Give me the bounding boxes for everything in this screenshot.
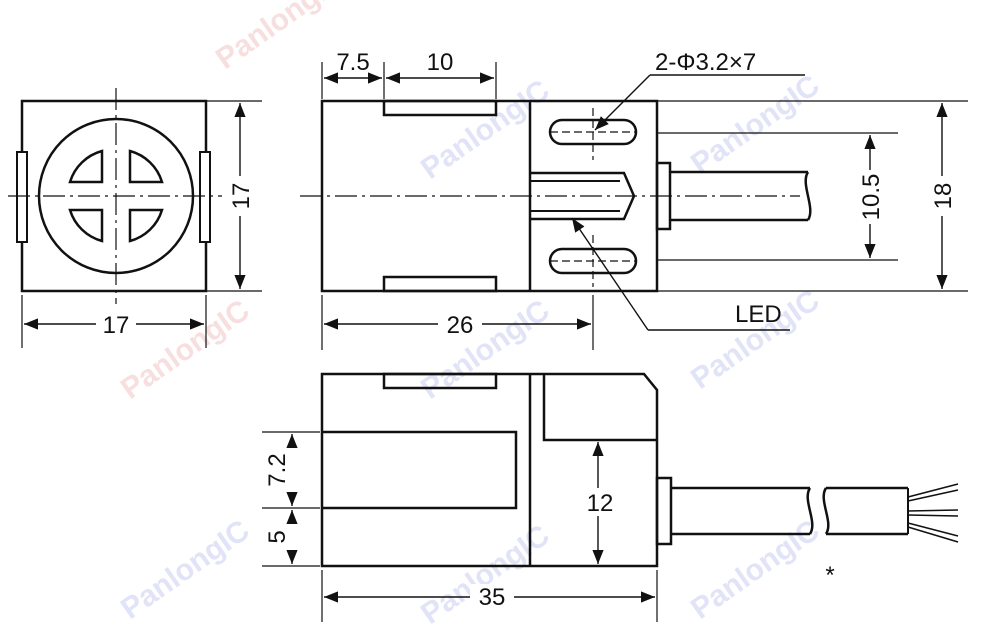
- dim-length-label: 26: [447, 312, 474, 339]
- dim-total-length-label: 35: [479, 584, 506, 611]
- dim-height-label: 12: [587, 490, 614, 517]
- dim-inner-height-label: 10.5: [858, 174, 885, 221]
- dim-total-height-label: 18: [930, 183, 957, 210]
- bottom-recess: [322, 430, 518, 510]
- watermark: PanlongIC: [685, 514, 825, 626]
- bottom-top-slot: [382, 372, 498, 390]
- bottom-slot: [382, 275, 498, 293]
- watermark: PanlongIC: [115, 514, 255, 626]
- top-slot: [382, 99, 498, 117]
- watermark: PanlongIC: [685, 69, 825, 181]
- front-view: [8, 88, 262, 348]
- wire: [907, 514, 959, 517]
- dim-slot-width-label: 10: [427, 49, 454, 76]
- watermark: PanlongIC: [115, 294, 255, 406]
- dim-upper-label: 7.2: [264, 453, 291, 486]
- watermark: PanlongIC: [415, 519, 555, 631]
- dim-offset-label: 7.5: [336, 49, 369, 76]
- wire: [907, 489, 959, 502]
- side-view: [300, 62, 968, 350]
- quadrant-mark: [68, 208, 104, 243]
- front-width-label: 17: [103, 312, 130, 339]
- quadrant-mark: [68, 149, 104, 184]
- wire: [907, 522, 959, 537]
- front-right-tab: [199, 151, 211, 243]
- wire: [907, 509, 959, 512]
- dim-lower-label: 5: [264, 530, 291, 543]
- cable-break: [804, 171, 812, 221]
- watermark: PanlongIC: [210, 0, 350, 76]
- bottom-step: [542, 374, 657, 442]
- quadrant-mark: [128, 208, 164, 243]
- cable-break: [806, 487, 814, 535]
- cable-break: [822, 487, 830, 535]
- front-height-label: 17: [228, 183, 255, 210]
- hole-note-label: 2-Φ3.2×7: [655, 49, 756, 76]
- wire: [907, 526, 959, 543]
- watermark: PanlongIC: [415, 74, 555, 186]
- bottom-body: [320, 372, 659, 568]
- cable-note-label: *: [825, 562, 834, 589]
- led-label: LED: [735, 301, 782, 328]
- front-left-tab: [16, 151, 28, 243]
- quadrant-mark: [128, 149, 164, 184]
- cable-gland: [655, 476, 673, 546]
- wire: [907, 483, 959, 498]
